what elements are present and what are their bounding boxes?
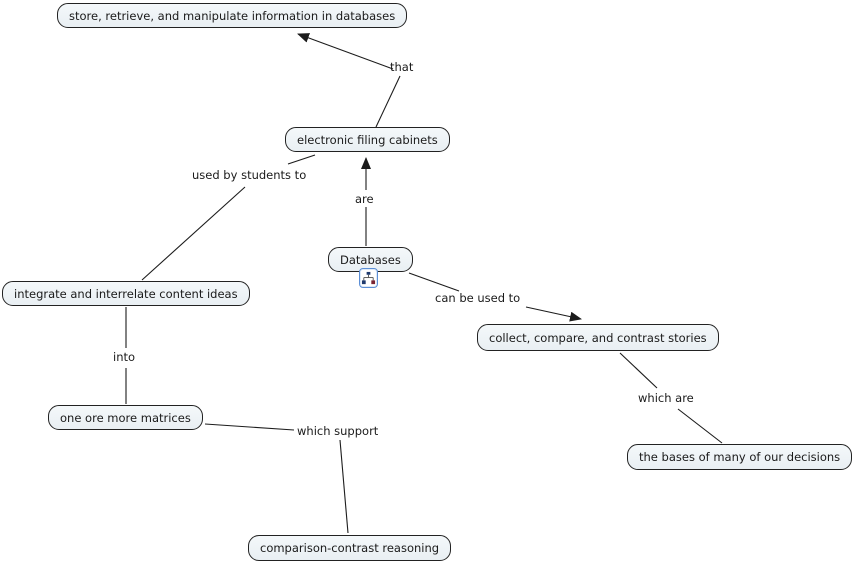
link-label-are[interactable]: are bbox=[355, 192, 374, 206]
line-collect-to-whichare bbox=[619, 352, 658, 389]
concept-node-bases[interactable]: the bases of many of our decisions bbox=[627, 444, 853, 470]
concept-node-filing-cabinets[interactable]: electronic filing cabinets bbox=[285, 127, 450, 152]
line-whichare-to-bases bbox=[677, 408, 723, 444]
link-label-that[interactable]: that bbox=[390, 60, 414, 74]
line-usedby-to-integrate bbox=[141, 186, 246, 281]
concept-node-databases[interactable]: Databases bbox=[328, 247, 413, 272]
line-whichsupport-to-comparison bbox=[339, 439, 349, 534]
line-matrices-to-whichsupport bbox=[204, 423, 295, 431]
concept-node-comparison[interactable]: comparison-contrast reasoning bbox=[248, 535, 452, 561]
concept-node-matrices[interactable]: one ore more matrices bbox=[48, 405, 203, 430]
line-canbeused-to-collect bbox=[525, 306, 582, 322]
line-filing-to-usedby bbox=[287, 154, 316, 165]
link-label-can-be-used-to[interactable]: can be used to bbox=[435, 291, 521, 305]
link-label-which-are[interactable]: which are bbox=[638, 391, 694, 405]
concept-node-collect[interactable]: collect, compare, and contrast stories bbox=[477, 324, 719, 351]
concept-map-glyph bbox=[361, 271, 376, 284]
link-label-into[interactable]: into bbox=[113, 350, 136, 364]
line-that-to-store bbox=[297, 33, 394, 70]
concept-node-integrate[interactable]: integrate and interrelate content ideas bbox=[2, 281, 250, 306]
resource-link-icon[interactable] bbox=[359, 268, 378, 288]
link-label-used-by-students-to[interactable]: used by students to bbox=[192, 168, 307, 182]
line-filing-to-that bbox=[375, 75, 401, 128]
link-label-which-support[interactable]: which support bbox=[297, 424, 379, 438]
line-databases-to-canbeused bbox=[408, 272, 460, 292]
concept-node-store[interactable]: store, retrieve, and manipulate informat… bbox=[57, 3, 408, 28]
